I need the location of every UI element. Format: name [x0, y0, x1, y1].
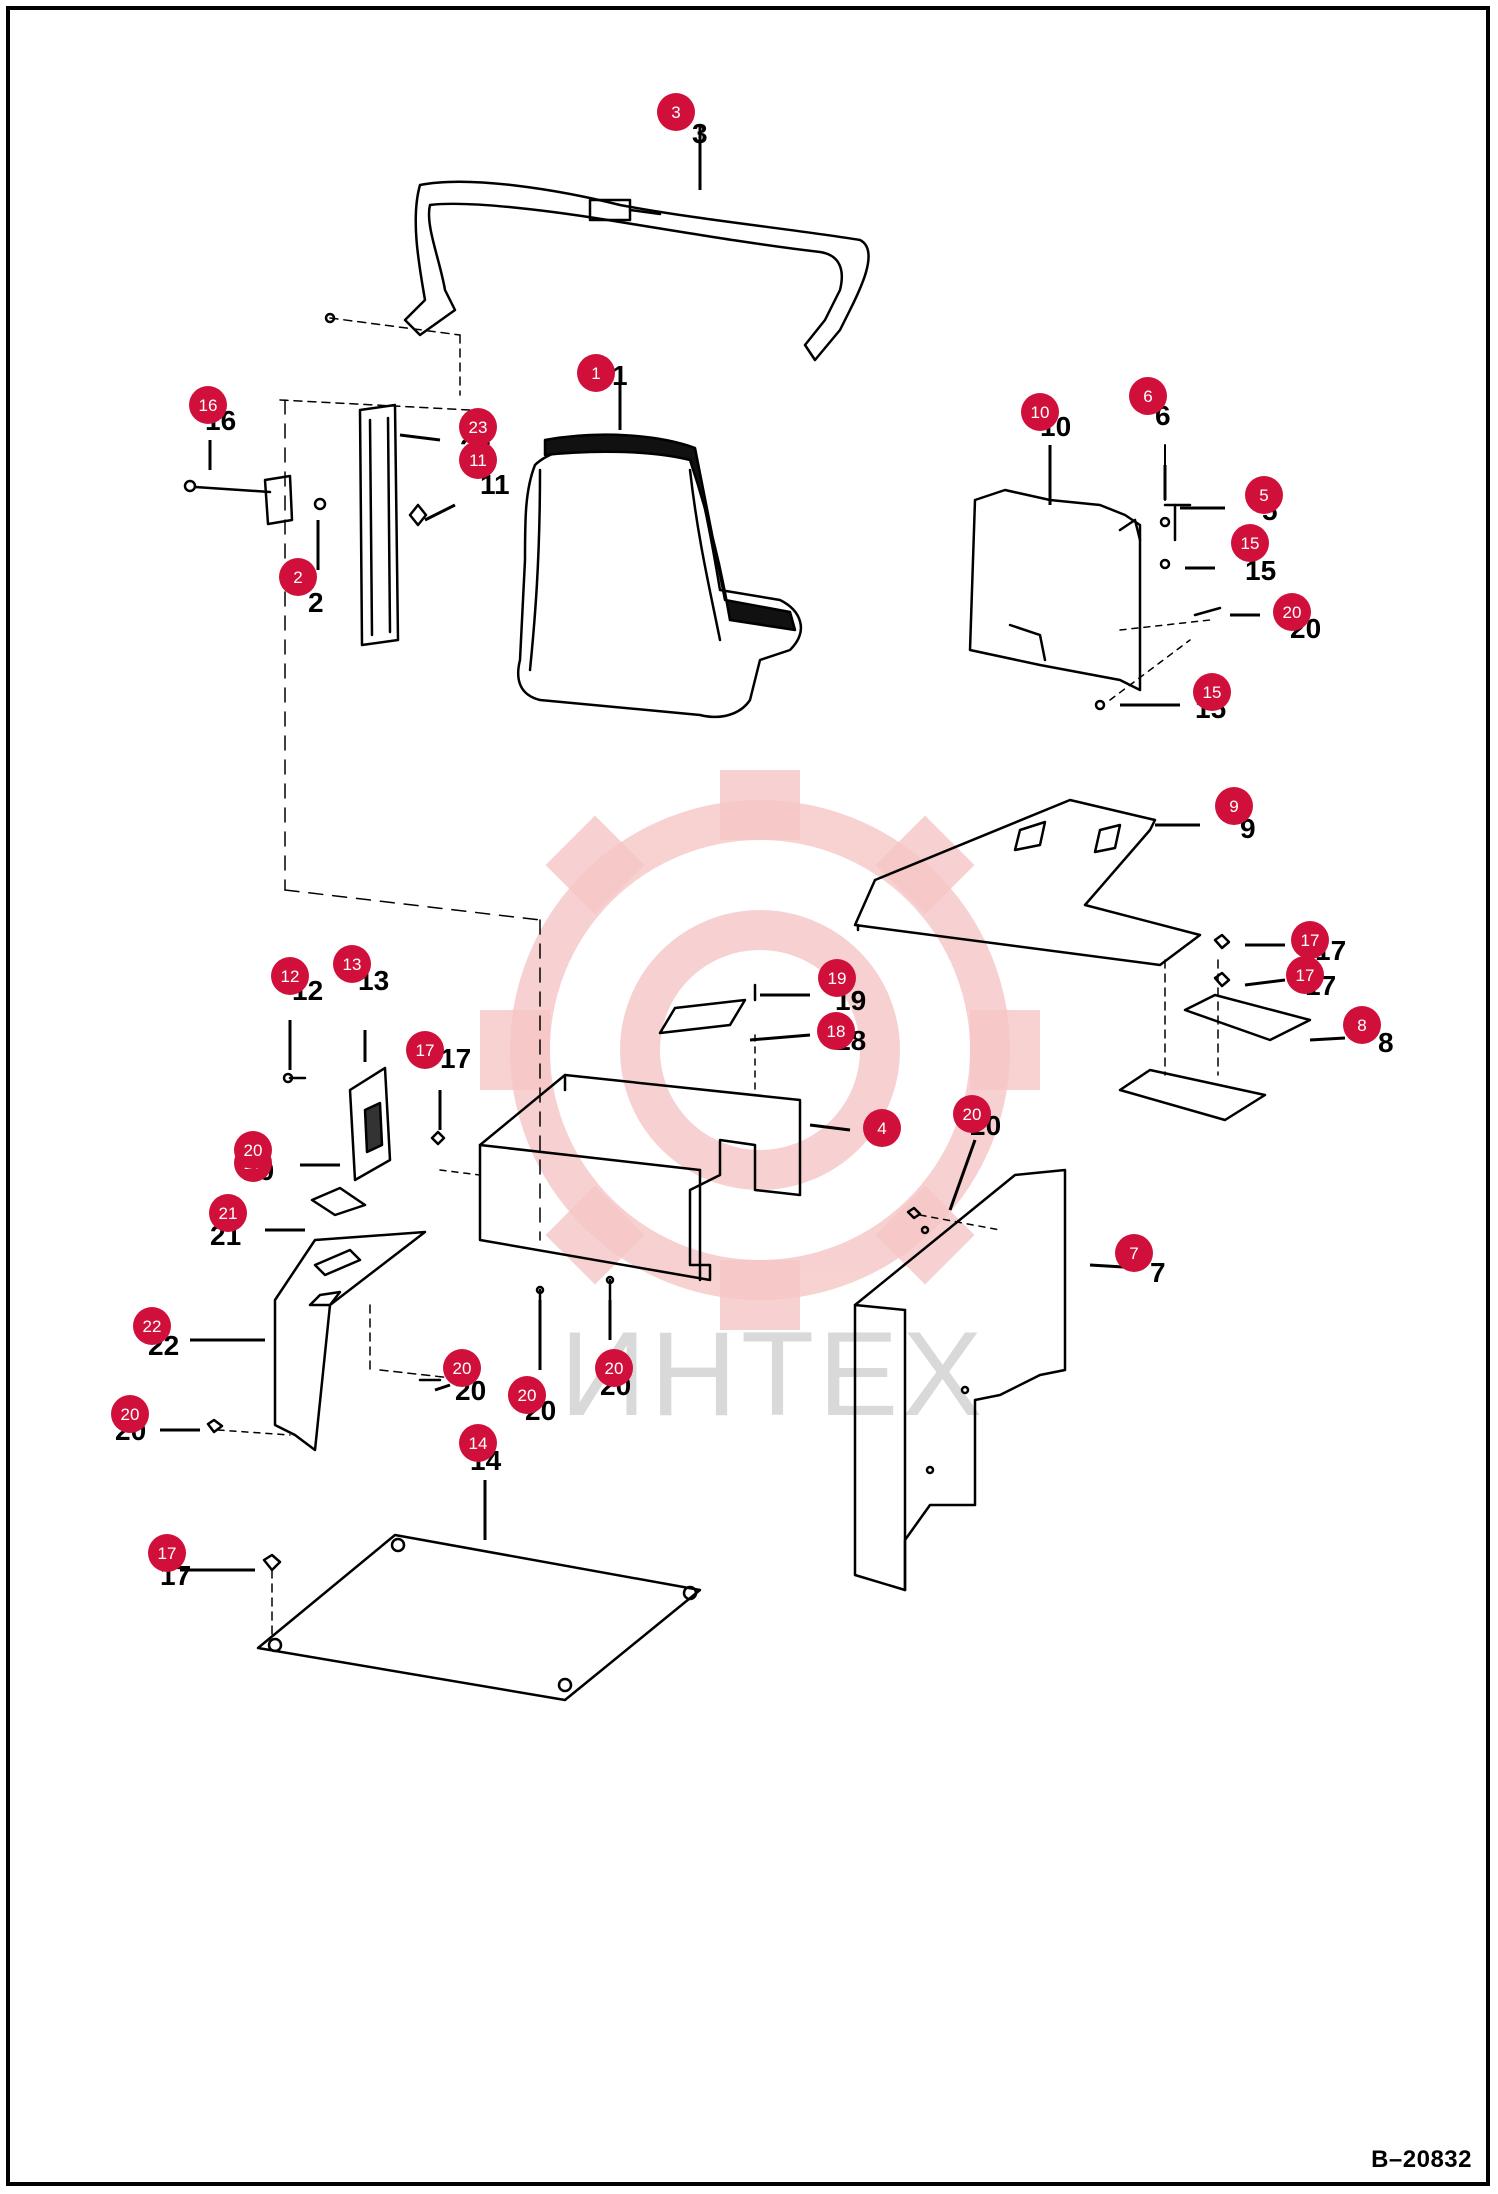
- callout-label-19: 19: [828, 969, 847, 988]
- callout-badge-20: [111, 1395, 149, 1433]
- callout-label-17: 17: [416, 1041, 435, 1060]
- callout-label-13: 13: [343, 955, 362, 974]
- callout-label-7: 7: [1129, 1244, 1138, 1263]
- callout-label-6: 6: [1143, 387, 1152, 406]
- callout-label-12: 12: [281, 967, 300, 986]
- callout-label-20: 20: [121, 1405, 140, 1424]
- callout-badge-16: [189, 386, 227, 424]
- callout-badge-20: [508, 1376, 546, 1414]
- callout-badge-15: [1231, 524, 1269, 562]
- callout-label-15: 15: [1203, 683, 1222, 702]
- callout-badge-19: [818, 959, 856, 997]
- callout-label-20: 20: [605, 1359, 624, 1378]
- callout-badge-17: [1291, 921, 1329, 959]
- callout-badge-8: [1343, 1006, 1381, 1044]
- callout-badge-9: [1215, 787, 1253, 825]
- callout-label-20: 20: [963, 1105, 982, 1124]
- callout-label-21: 21: [219, 1204, 238, 1223]
- callout-badge-7: [1115, 1234, 1153, 1272]
- callout-label-4: 4: [877, 1119, 886, 1138]
- callout-badge-14: [459, 1424, 497, 1462]
- callout-badge-20: [595, 1349, 633, 1387]
- callout-badge-11: [459, 441, 497, 479]
- callout-label-22: 22: [143, 1317, 162, 1336]
- callout-badge-5: [1245, 476, 1283, 514]
- callout-label-5: 5: [1259, 486, 1268, 505]
- left-bracket-part: [206, 1186, 471, 1452]
- callout-badge-15: [1193, 673, 1231, 711]
- svg-text:17: 17: [440, 1043, 471, 1074]
- callout-label-18: 18: [827, 1022, 846, 1041]
- callout-label-10: 10: [1031, 403, 1050, 422]
- callout-label-16: 16: [199, 396, 218, 415]
- callout-badge-20: [1273, 593, 1311, 631]
- callout-badge-20: [234, 1131, 272, 1169]
- callout-label-3: 3: [671, 103, 680, 122]
- callout-label-11: 11: [469, 451, 487, 470]
- callout-label-20: 20: [1283, 603, 1302, 622]
- callout-label-20: 20: [518, 1386, 537, 1405]
- seat-rail-part: [183, 312, 541, 1241]
- callout-label-8: 8: [1357, 1016, 1366, 1035]
- callout-badge-17: [406, 1031, 444, 1069]
- callout-badge-17: [1286, 956, 1324, 994]
- back-panel-part: [968, 444, 1222, 711]
- callout-badge-3: [657, 93, 695, 131]
- side-panel-part: [853, 1168, 1067, 1592]
- callout-label-17: 17: [1301, 931, 1320, 950]
- callout-badge-18: [817, 1012, 855, 1050]
- callout-label-17: 17: [158, 1544, 177, 1563]
- callout-badge-12: [271, 957, 309, 995]
- callout-badges: 1234567891011121314151516171717171718192…: [111, 93, 1381, 1572]
- callout-badge-22: [133, 1307, 171, 1345]
- callout-badge-20: [443, 1349, 481, 1387]
- callout-label-17: 17: [1296, 966, 1315, 985]
- svg-text:8: 8: [1378, 1027, 1394, 1058]
- callout-label-15: 15: [1241, 534, 1260, 553]
- print-numerals: 3 1 16 23 11 2 10 6 5 15 20 15 9 17 17 8…: [115, 118, 1394, 1591]
- callout-badge-21: [209, 1194, 247, 1232]
- callout-badge-4: [863, 1109, 901, 1147]
- callout-label-14: 14: [469, 1434, 488, 1453]
- callout-label-2: 2: [293, 568, 302, 587]
- drawing-frame: [6, 6, 1490, 2186]
- callout-badge-13: [333, 945, 371, 983]
- svg-text:3: 3: [692, 118, 708, 149]
- callout-badge-1: [577, 354, 615, 392]
- callout-badge-20: [953, 1095, 991, 1133]
- svg-text:2: 2: [308, 587, 324, 618]
- center-box-part: [430, 983, 802, 1282]
- drawing-number: B–20832: [1371, 2146, 1472, 2173]
- callout-badge-17: [148, 1534, 186, 1572]
- floor-plate-part: [256, 1533, 702, 1702]
- callout-badge-10: [1021, 393, 1059, 431]
- handle-part: [282, 1066, 392, 1182]
- callout-badge-6: [1129, 377, 1167, 415]
- callout-badge-23: [459, 408, 497, 446]
- seat-part: [516, 433, 802, 719]
- upper-plate-part: [853, 798, 1202, 967]
- callout-label-20: 20: [244, 1141, 263, 1160]
- callout-label-23: 23: [469, 418, 488, 437]
- svg-text:7: 7: [1150, 1257, 1166, 1288]
- callout-label-20: 20: [453, 1359, 472, 1378]
- callout-badge-2: [279, 558, 317, 596]
- svg-text:1: 1: [612, 360, 628, 391]
- right-pads-part: [1118, 933, 1312, 1122]
- callout-label-1: 1: [591, 364, 600, 383]
- callout-label-9: 9: [1229, 797, 1238, 816]
- seat-belt-part: [403, 180, 870, 362]
